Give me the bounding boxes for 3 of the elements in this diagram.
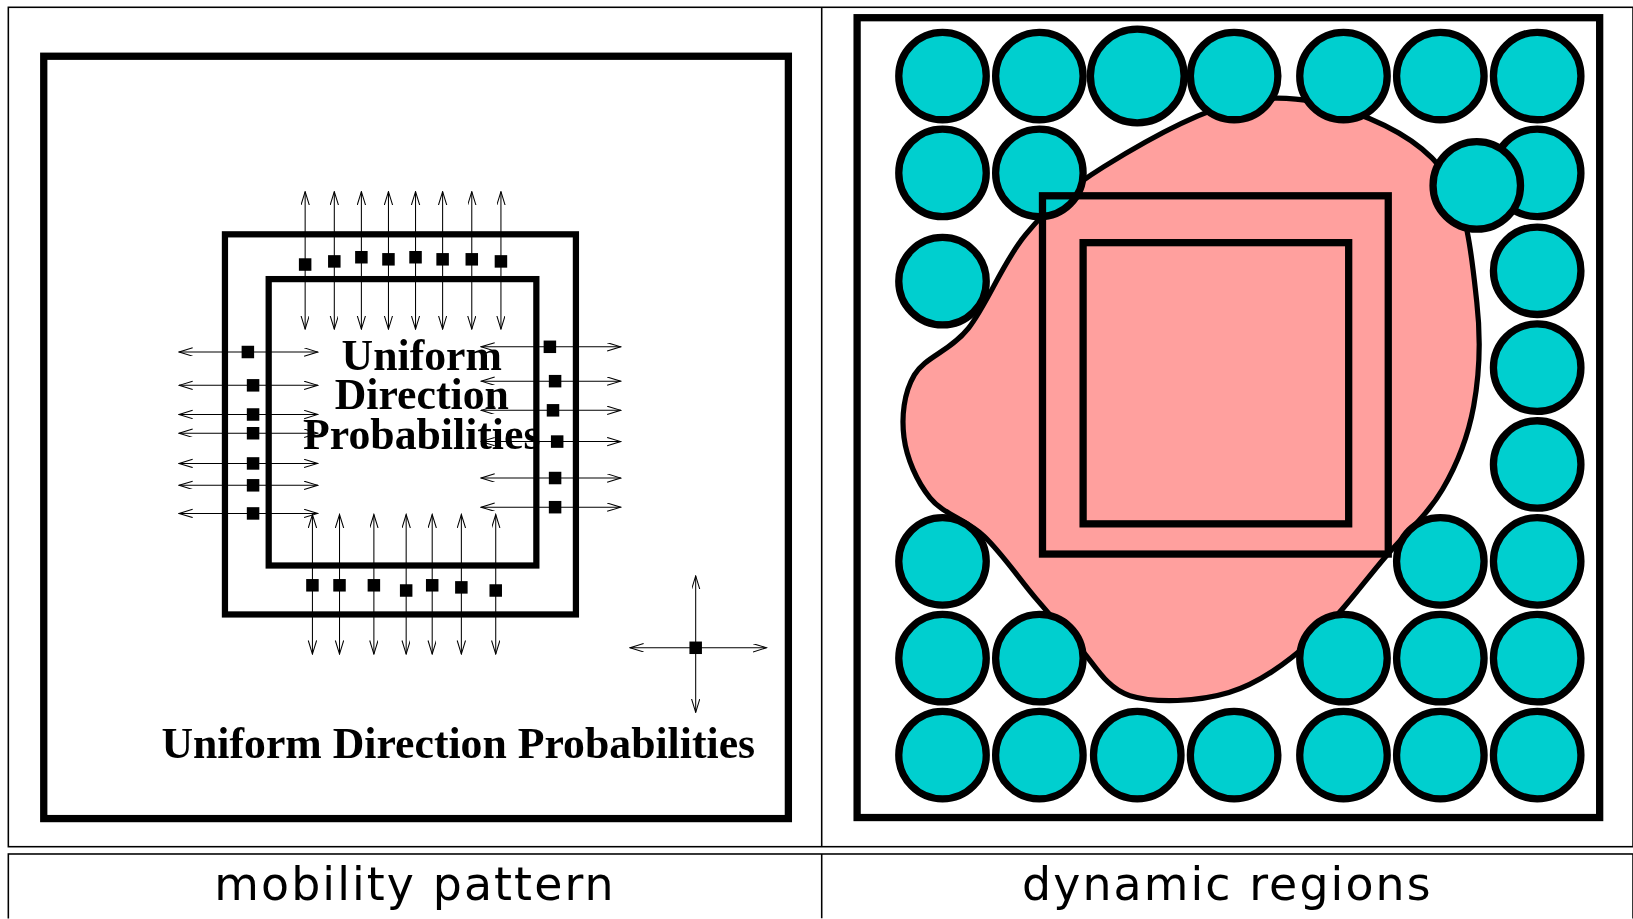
caption-cell-text: dynamic regions bbox=[1021, 857, 1434, 912]
diagram-label: Uniform Direction Probabilities bbox=[160, 723, 757, 764]
caption-cell-text: mobility pattern bbox=[213, 857, 617, 912]
